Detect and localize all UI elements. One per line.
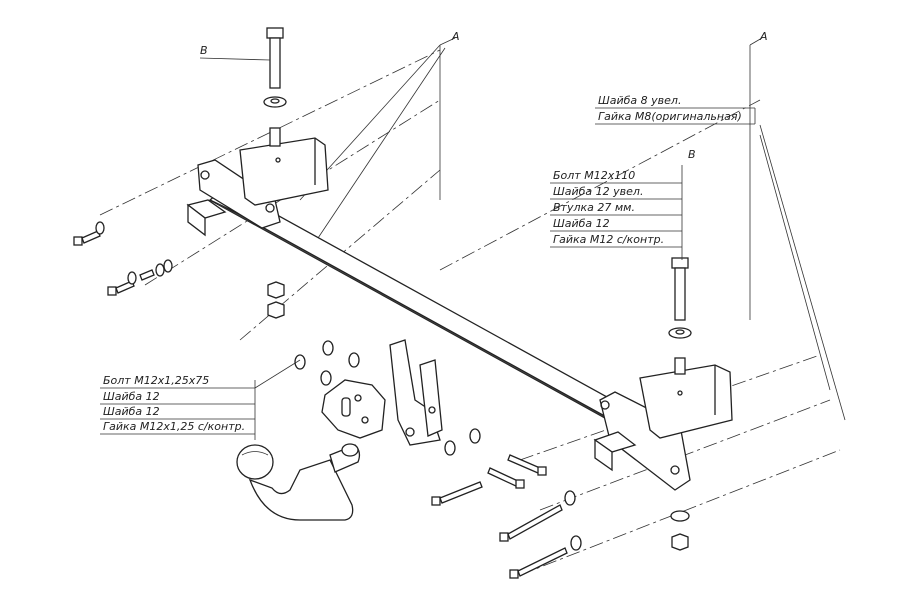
bolt-vertical-left <box>263 27 287 319</box>
callout-top-right-line-2: Гайка М8(оригинальная) <box>598 110 742 123</box>
right-side-bolts <box>431 428 582 579</box>
bolt-vertical-right <box>668 257 692 551</box>
callout-right-middle-line-4: Шайба 12 <box>553 217 610 230</box>
center-lines <box>99 44 846 576</box>
callout-right-middle-line-5: Гайка М12 с/контр. <box>553 233 664 246</box>
callout-left-bottom-line-3: Шайба 12 <box>103 405 160 418</box>
label-a-left: A <box>451 30 460 43</box>
callout-leaders <box>100 37 763 440</box>
callout-right-middle-line-3: Втулка 27 мм. <box>553 201 635 214</box>
left-mount-bracket <box>186 137 329 237</box>
callout-left-bottom-line-1: Болт М12х1,25х75 <box>103 374 209 387</box>
callout-right-middle-line-1: Болт М12х110 <box>553 169 635 182</box>
callout-right-middle-line-2: Шайба 12 увел. <box>553 185 643 198</box>
ball-flange-plate <box>321 379 386 439</box>
diagram-labels: B A A B Шайба 8 увел. Гайка М8(оригиналь… <box>103 30 768 433</box>
flange-bolts <box>294 340 360 386</box>
label-b-right: B <box>688 148 696 161</box>
hitch-mount-plate <box>389 339 443 446</box>
right-mount-bracket <box>593 364 733 491</box>
label-b-left: B <box>200 44 208 57</box>
callout-left-bottom-line-2: Шайба 12 <box>103 390 160 403</box>
tow-ball <box>236 443 361 521</box>
left-side-bolts <box>73 221 173 296</box>
callout-top-right-line-1: Шайба 8 увел. <box>598 94 681 107</box>
callout-left-bottom-line-4: Гайка М12х1,25 с/контр. <box>103 420 245 433</box>
label-a-right: A <box>759 30 768 43</box>
